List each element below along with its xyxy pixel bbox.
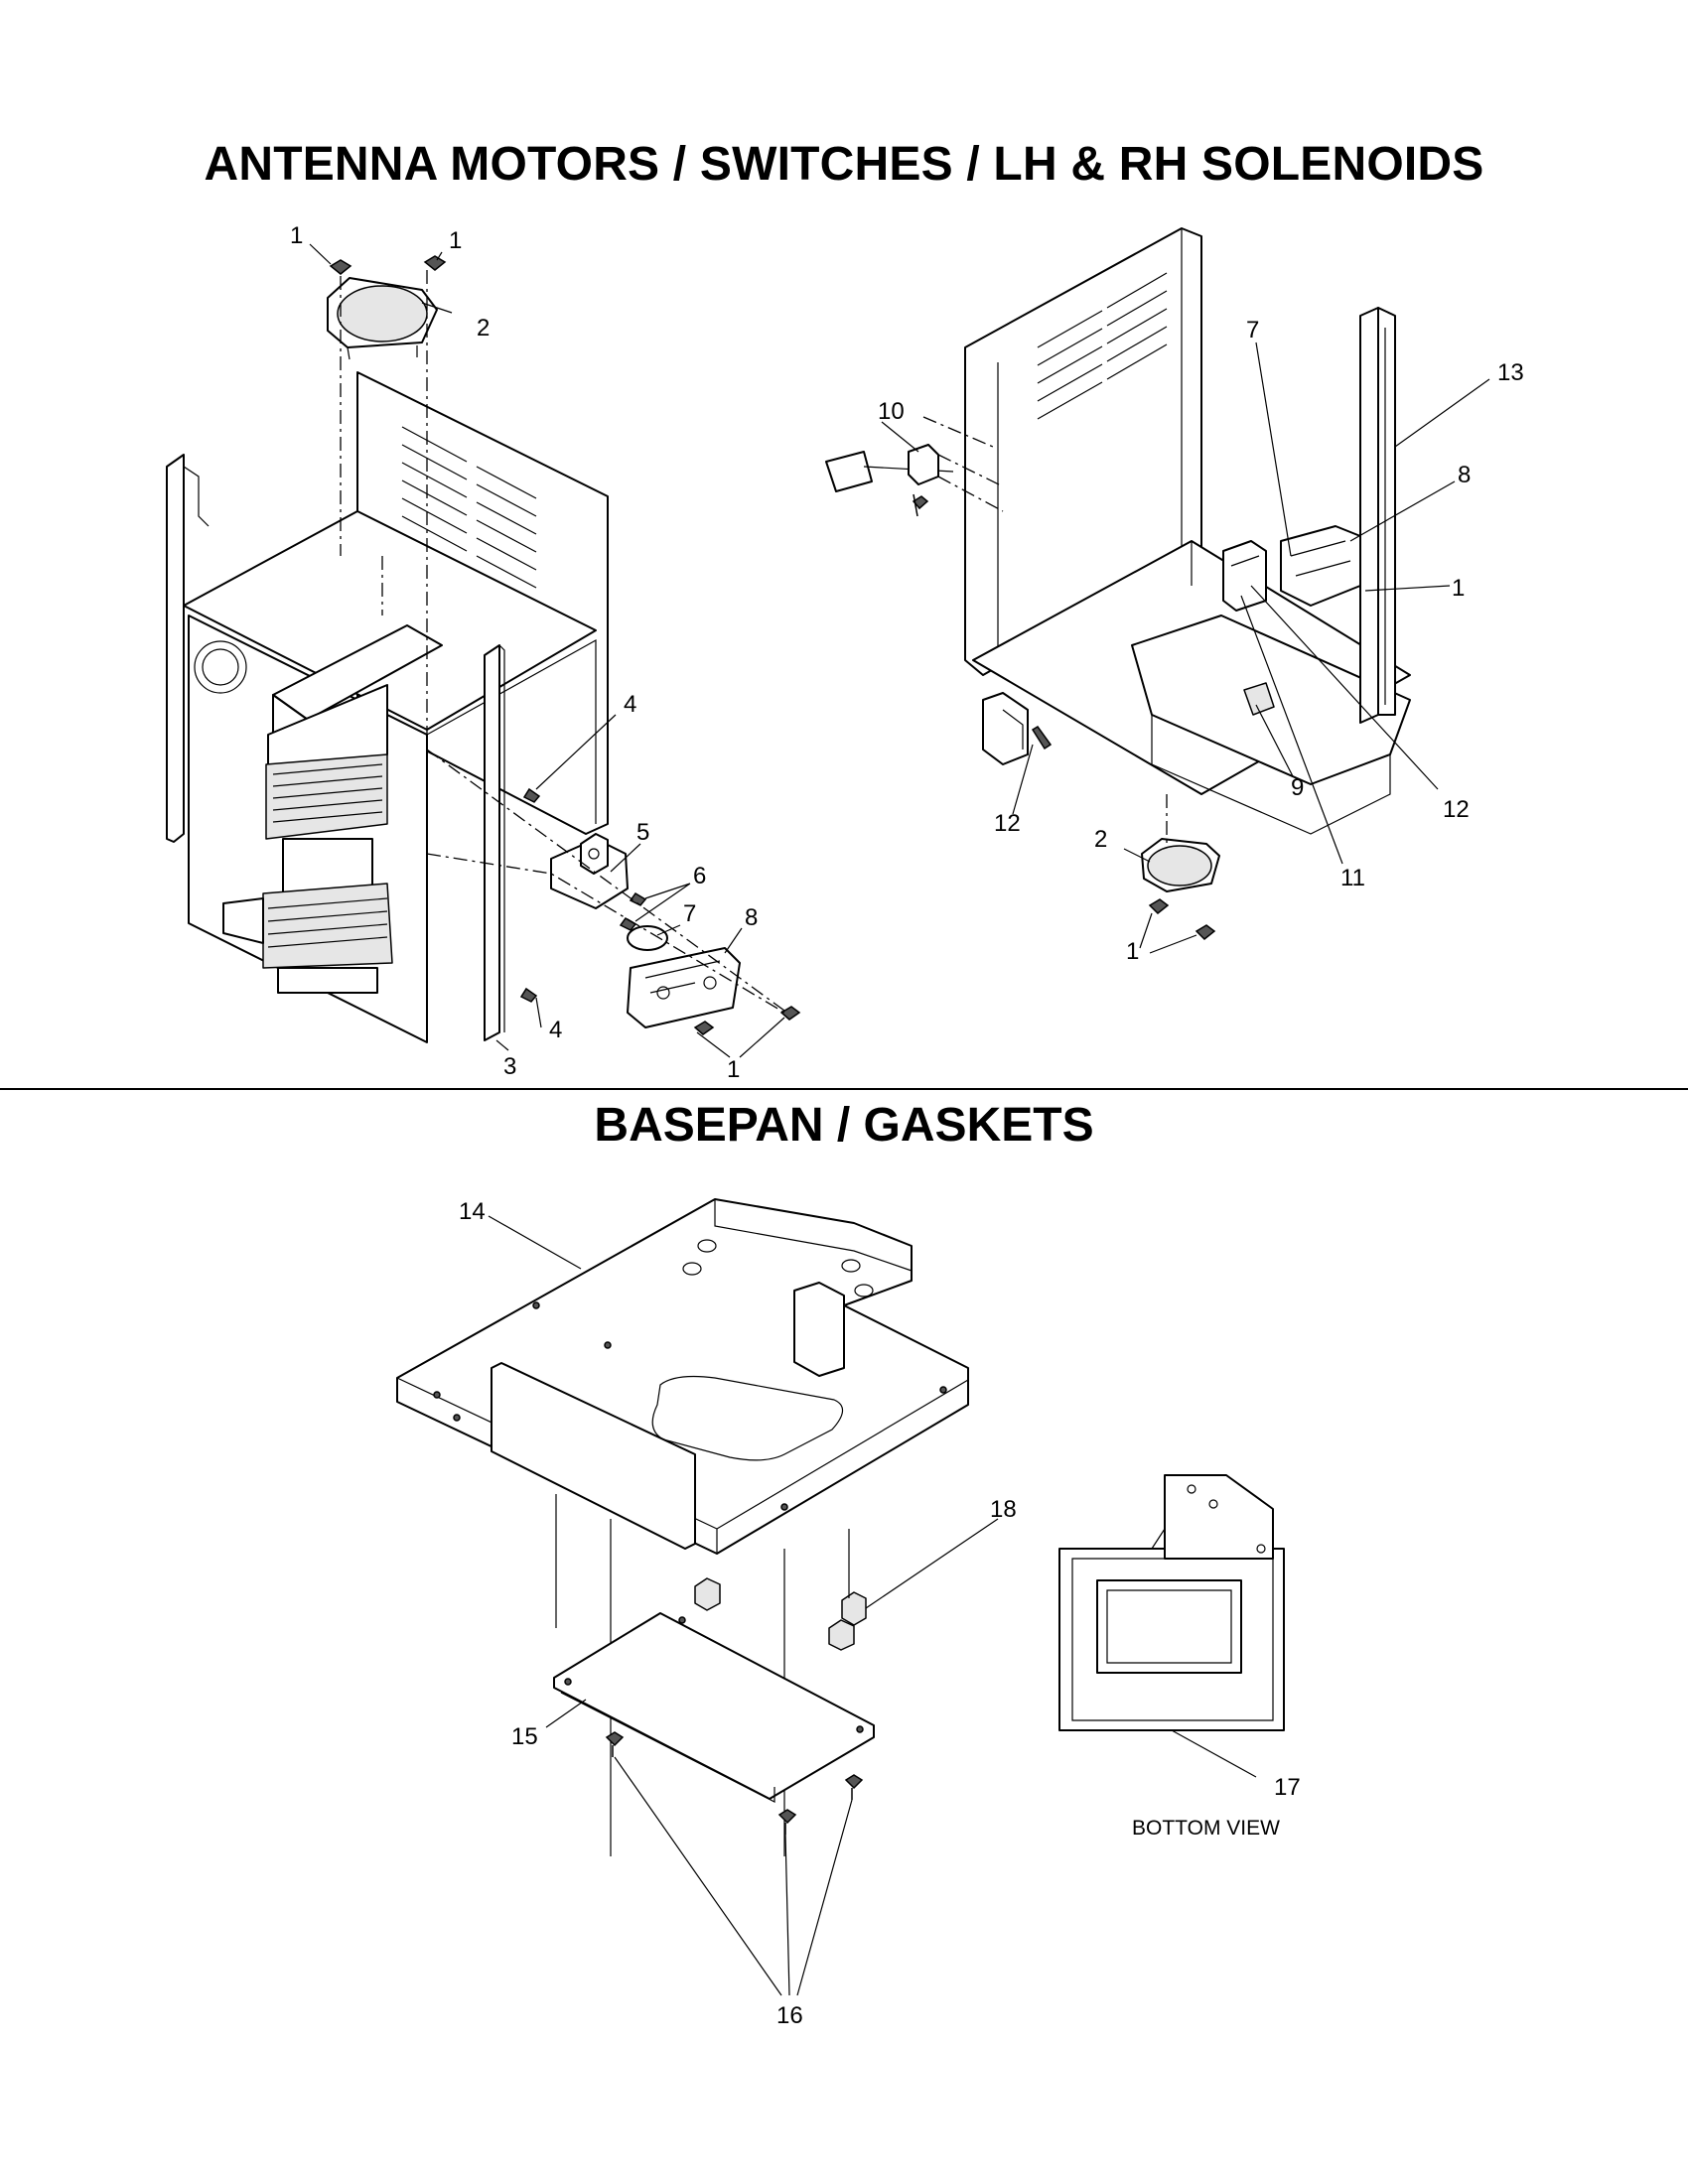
callout-5: 5	[636, 819, 649, 846]
callout-6: 6	[693, 863, 706, 889]
leader-lines	[309, 243, 1490, 1996]
vertical-bracket-13	[1359, 307, 1379, 724]
callout-2: 2	[477, 315, 490, 341]
callout-r13: 13	[1497, 359, 1524, 386]
callout-r9: 9	[1291, 774, 1304, 801]
screw-16a	[605, 1731, 625, 1747]
callout-r12a: 12	[994, 810, 1021, 837]
callout-r1b: 1	[1126, 938, 1139, 965]
section-title-basepan: BASEPAN / GASKETS	[594, 1099, 1094, 1152]
right-assembly	[825, 227, 1411, 941]
cover-plate-15	[553, 1612, 875, 1800]
callout-numbers-basepan: 14 18 15 17 BOTTOM VIEW 16	[459, 1198, 1301, 2029]
screw-4a	[522, 787, 541, 803]
right-vent-slots	[1037, 272, 1168, 420]
vent-slots	[401, 426, 537, 589]
bottom-view-label: BOTTOM VIEW	[1132, 1817, 1280, 1840]
callout-1b: 1	[449, 227, 462, 254]
callout-4b: 4	[549, 1017, 562, 1043]
callout-r11: 11	[1340, 865, 1365, 891]
callout-17: 17	[1274, 1774, 1301, 1801]
screw-16c	[844, 1774, 864, 1790]
antenna-bracket-3	[484, 644, 500, 1041]
nut-1c	[779, 1006, 801, 1021]
pedal-switch-10	[825, 451, 873, 492]
callout-14: 14	[459, 1198, 486, 1225]
left-side-bracket	[166, 454, 185, 843]
gasket-18b	[841, 1591, 867, 1626]
nut-1a	[329, 259, 352, 275]
nut-1e	[1195, 924, 1216, 941]
gasket-18a	[694, 1577, 721, 1611]
callout-r10: 10	[878, 398, 905, 425]
bracket-9	[1243, 682, 1275, 716]
screw-16b	[777, 1809, 797, 1825]
callout-numbers-left: 1 1 2 4 5 6 7 8 4 3 1	[290, 222, 758, 1083]
nut-1d	[1148, 898, 1170, 915]
switch-assembly-right	[1222, 540, 1267, 612]
screw-4b	[519, 987, 538, 1003]
callout-7: 7	[683, 900, 696, 927]
callout-r1a: 1	[1452, 575, 1465, 602]
callout-18: 18	[990, 1496, 1017, 1523]
grille-circle	[194, 640, 247, 694]
callout-16: 16	[776, 2002, 803, 2029]
solenoid-8-right	[1280, 525, 1361, 607]
section-divider	[0, 1088, 1688, 1090]
basepan-assembly	[396, 1198, 1285, 1856]
callout-15: 15	[511, 1723, 538, 1750]
callout-numbers-right: 7 13 10 8 1 9 12 12 2 11 1	[878, 317, 1524, 965]
left-assembly	[166, 255, 801, 1043]
callout-1c: 1	[727, 1056, 740, 1083]
basepan-cutout	[651, 1375, 844, 1461]
callout-r2: 2	[1094, 826, 1107, 853]
section-title-antenna-motors: ANTENNA MOTORS / SWITCHES / LH & RH SOLE…	[204, 138, 1484, 191]
solenoid-plate-8	[627, 947, 741, 1028]
callout-r7: 7	[1246, 317, 1259, 343]
callout-4a: 4	[624, 691, 636, 718]
nut-1b	[423, 255, 447, 271]
callout-8: 8	[745, 904, 758, 931]
clip-12-left	[982, 692, 1029, 765]
bottom-view-cutout	[1096, 1579, 1242, 1674]
screw-6a	[629, 892, 647, 906]
callout-r12b: 12	[1443, 796, 1470, 823]
callout-3: 3	[503, 1053, 516, 1080]
washer-7	[627, 925, 668, 951]
basepan-upright	[793, 1282, 845, 1377]
callout-r8: 8	[1458, 462, 1471, 488]
callout-1a: 1	[290, 222, 303, 249]
